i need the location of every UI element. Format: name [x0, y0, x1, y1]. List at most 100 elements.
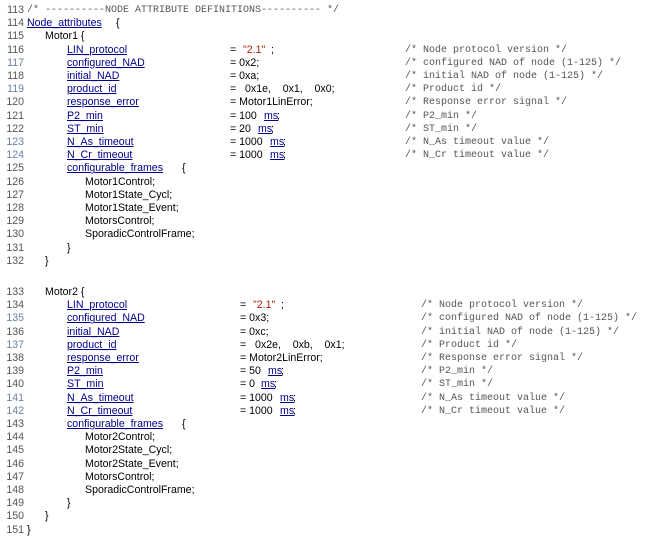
- code-comment: /* Response error signal */: [421, 353, 584, 364]
- code-text: = 0: [240, 378, 258, 391]
- code-text: }: [67, 241, 71, 254]
- code-line[interactable]: 132}: [0, 255, 657, 268]
- code-text: Motor1Control;: [85, 175, 156, 188]
- code-comment: /* Response error signal */: [405, 97, 568, 109]
- code-text: = 20: [230, 122, 254, 135]
- line-number: 140: [6, 378, 24, 391]
- code-comment: /* N_As timeout value */: [405, 137, 550, 148]
- code-line[interactable]: 131}: [0, 242, 657, 255]
- code-text: Motor2Control;: [85, 431, 156, 444]
- code-line[interactable]: 113/* ----------NODE ATTRIBUTE DEFINITIO…: [0, 4, 657, 17]
- code-text: =: [230, 43, 240, 56]
- code-line[interactable]: 126 Motor1Control;: [0, 176, 657, 189]
- code-comment: /* P2_min */: [421, 366, 494, 378]
- code-identifier: configurable_frames: [67, 418, 163, 430]
- code-line[interactable]: 151}: [0, 524, 657, 537]
- code-text: ;: [281, 365, 284, 378]
- line-number: 119: [7, 83, 24, 96]
- code-text: = Motor1LinError;: [230, 96, 313, 109]
- line-number: 141: [6, 391, 24, 404]
- code-text: = 0x3;: [240, 312, 270, 325]
- code-text: = 0x2e, 0xb, 0x1;: [240, 338, 345, 351]
- line-number: 122: [6, 122, 24, 135]
- code-identifier: ms: [270, 149, 285, 162]
- line-number: 126: [6, 175, 24, 188]
- code-identifier: N_As_timeout: [67, 391, 134, 404]
- code-comment: /* N_Cr timeout value */: [421, 405, 566, 417]
- code-comment: /* ----------NODE ATTRIBUTE DEFINITIONS-…: [27, 5, 340, 16]
- code-text: }: [27, 523, 31, 536]
- code-text: Motor2State_Event;: [85, 457, 179, 470]
- code-identifier: ms: [268, 365, 283, 378]
- code-identifier: configurable_frames: [67, 162, 163, 175]
- code-identifier: ms: [270, 136, 285, 148]
- code-comment: /* configured NAD of node (1-125) */: [405, 57, 622, 69]
- code-text: ;: [283, 149, 286, 162]
- code-text: ;: [281, 299, 284, 312]
- line-number: 118: [7, 70, 24, 82]
- code-text: = 0x1e, 0x1, 0x0;: [230, 83, 335, 96]
- code-comment: /* ST_min */: [421, 379, 494, 391]
- code-text: =: [240, 299, 250, 312]
- code-identifier: configured_NAD: [67, 56, 145, 69]
- code-identifier: Node_attributes: [27, 17, 102, 30]
- code-identifier: product_id: [67, 83, 117, 96]
- code-line[interactable]: 119 product_id = 0x1e, 0x1, 0x0; /* Product…: [0, 83, 657, 96]
- code-line[interactable]: 149}: [0, 497, 657, 510]
- code-string: "2.1": [253, 299, 276, 312]
- line-number: 123: [6, 136, 24, 148]
- code-text: = 0xc;: [240, 325, 269, 338]
- line-number: 137: [6, 338, 24, 351]
- code-identifier: ms: [280, 391, 295, 404]
- code-identifier: P2_min: [67, 365, 103, 378]
- code-string: "2.1": [243, 43, 266, 56]
- code-identifier: product_id: [67, 338, 117, 351]
- code-text: {: [182, 162, 186, 175]
- code-text: ;: [283, 136, 286, 148]
- code-line[interactable]: 150}: [0, 510, 657, 523]
- code-text: Motor1State_Cycl;: [85, 188, 173, 201]
- code-comment: /* Product id */: [405, 84, 502, 96]
- code-text: Motor2State_Cycl;: [85, 444, 173, 457]
- code-line[interactable]: 144 Motor2Control;: [0, 431, 657, 444]
- code-identifier: ST_min: [67, 378, 104, 391]
- code-identifier: response_error: [67, 352, 139, 364]
- line-number: 143: [6, 418, 24, 430]
- line-number: 128: [6, 202, 24, 214]
- line-number: 120: [6, 96, 24, 109]
- code-identifier: ms: [280, 404, 295, 417]
- line-number: 136: [6, 325, 24, 338]
- line-number: 144: [6, 431, 24, 444]
